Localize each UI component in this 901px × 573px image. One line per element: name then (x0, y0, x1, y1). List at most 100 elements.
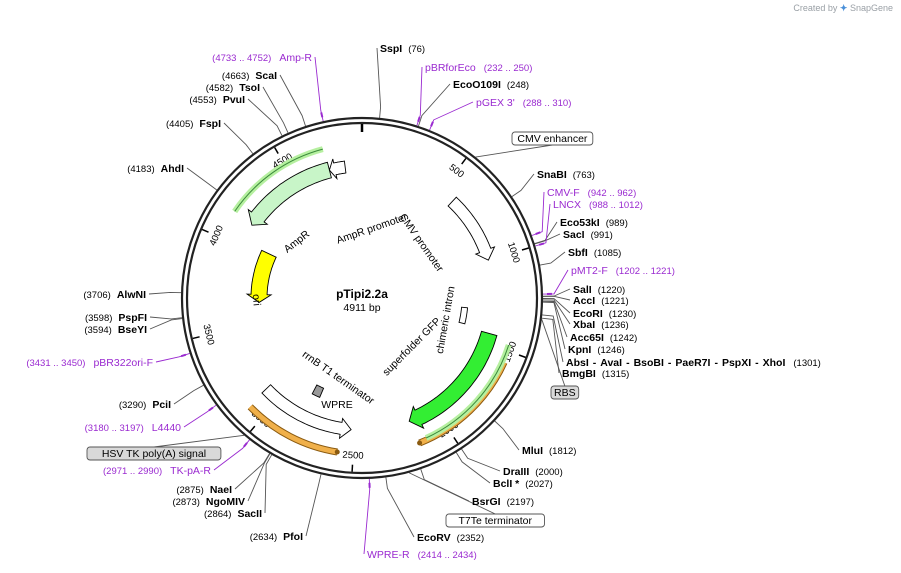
feature-arrows (245, 158, 498, 440)
tick-mark (249, 425, 256, 432)
primer-range: (2414 .. 2434) (418, 550, 477, 561)
primer-range: (1202 .. 1221) (616, 266, 675, 277)
enzyme-site-label: SacI(991) (563, 229, 613, 241)
enzyme-site-label: BclI *(2027) (493, 478, 553, 490)
enzyme-position: (1301) (793, 358, 820, 369)
enzyme-site-label: Acc65I(1242) (570, 332, 637, 344)
boxed-feature-leader (541, 319, 566, 387)
enzyme-site-label: XbaI(1236) (573, 319, 629, 331)
feature-label: AmpR (282, 228, 313, 256)
enzyme-position: (4183) (127, 164, 154, 175)
boxed-feature-leader (408, 472, 496, 515)
feature-wpre (261, 384, 352, 440)
primer-name: CMV-F (547, 187, 580, 199)
enzyme-name: EcoRI (573, 308, 603, 320)
enzyme-site-label: (3594)BseYI (84, 324, 147, 336)
enzyme-position: (1315) (602, 369, 629, 380)
enzyme-site-label: (3598)PspFI (85, 312, 147, 324)
enzyme-name: SspI (380, 43, 402, 55)
primer-label: pGEX 3'(288 .. 310) (476, 97, 571, 109)
enzyme-position: (2873) (172, 497, 199, 508)
enzyme-leader (511, 173, 535, 197)
primer-leader (429, 101, 474, 131)
tick-mark (192, 336, 200, 340)
enzyme-site-label: DraIII (2000) (503, 466, 563, 478)
enzyme-site-label: EcoRI (1230) (573, 308, 636, 320)
primer-mark (180, 353, 187, 358)
enzyme-site-label: KpnI(1246) (568, 344, 625, 356)
enzyme-position: (1230) (609, 309, 636, 320)
enzyme-leader (534, 233, 561, 245)
primer-label: CMV-F(942 .. 962) (547, 187, 636, 199)
enzyme-site-label: SspI(76) (380, 43, 425, 55)
enzyme-site-label: AccI(1221) (573, 295, 629, 307)
boxed-feature-box (445, 513, 545, 528)
enzyme-leader (542, 300, 568, 338)
orange-arc-tip (417, 440, 423, 446)
enzyme-site-label: (4582) TsoI (206, 82, 260, 94)
cluster-separator: - (593, 357, 597, 369)
enzyme-name: SacI (563, 229, 585, 241)
enzyme-leader (279, 74, 306, 127)
boxed-feature-box (86, 446, 222, 461)
enzyme-position: (4553) (189, 95, 216, 106)
enzyme-site-label: MluI(1812) (522, 445, 576, 457)
annotation-arcs (232, 146, 512, 456)
enzyme-name: BsrGI (472, 496, 501, 508)
enzyme-leader (494, 420, 520, 451)
enzyme-name: SbfI (568, 247, 588, 259)
enzyme-name: EcoO109I (453, 79, 501, 91)
enzyme-name: NgoMIV (206, 496, 245, 508)
enzyme-site-label: EcoO109I(248) (453, 79, 529, 91)
primer-mark (320, 112, 324, 118)
feature-ori (245, 249, 277, 303)
enzyme-name: SnaBI (537, 169, 567, 181)
primer-leader (155, 352, 190, 363)
cluster-separator: - (668, 357, 672, 369)
snapgene-credit: Created by ✦ SnapGene (793, 3, 893, 14)
enzyme-site-label: (4405)FspI (166, 118, 221, 130)
primer-leader (542, 269, 569, 295)
enzyme-leader (455, 452, 491, 484)
green-arc-line (234, 148, 323, 212)
primer-label: pMT2-F(1202 .. 1221) (571, 265, 675, 277)
boxed-feature-box (511, 131, 594, 146)
primer-label: (4733 .. 4752)Amp-R (212, 52, 312, 64)
enzyme-site-label: BmgBI(1315) (562, 368, 629, 380)
boxed-feature-box (550, 385, 580, 400)
feature-ampr-promoter (328, 158, 347, 181)
primer-mark (538, 242, 545, 246)
credit-prefix: Created by (793, 3, 838, 13)
green-arc (424, 344, 512, 441)
enzyme-name: BsoBI (634, 357, 664, 369)
green-arc-line (425, 344, 510, 439)
tick-mark (461, 157, 467, 165)
feature-cmv-promoter (447, 196, 496, 261)
enzyme-position: (3598) (85, 313, 112, 324)
enzyme-leader (541, 317, 560, 374)
backbone-outer-ring (180, 116, 544, 480)
enzyme-leader (264, 454, 273, 514)
enzyme-name: DraIII (503, 466, 529, 478)
enzyme-leader (542, 301, 566, 350)
enzyme-leader (173, 384, 204, 405)
snapgene-logo-icon: ✦ (839, 3, 848, 13)
enzyme-name: TsoI (239, 82, 260, 94)
primer-leader (213, 439, 250, 471)
enzyme-leader (247, 98, 283, 136)
enzyme-name: SalI (573, 284, 592, 296)
enzyme-position: (2000) (535, 467, 562, 478)
feature-chimeric-intron (458, 306, 468, 325)
enzyme-site-label: (4183)AhdI (127, 163, 184, 175)
boxed-feature-label: T7Te terminator (458, 515, 532, 527)
feature-label: WPRE (321, 399, 353, 411)
primer-range: (232 .. 250) (484, 63, 533, 74)
primer-leader (531, 191, 545, 236)
enzyme-position: (4582) (206, 83, 233, 94)
tick-mark (518, 354, 526, 359)
enzyme-leader (247, 453, 271, 502)
enzyme-leader (148, 291, 182, 295)
tick-label: 500 (447, 162, 466, 180)
tick-mark (453, 437, 459, 444)
